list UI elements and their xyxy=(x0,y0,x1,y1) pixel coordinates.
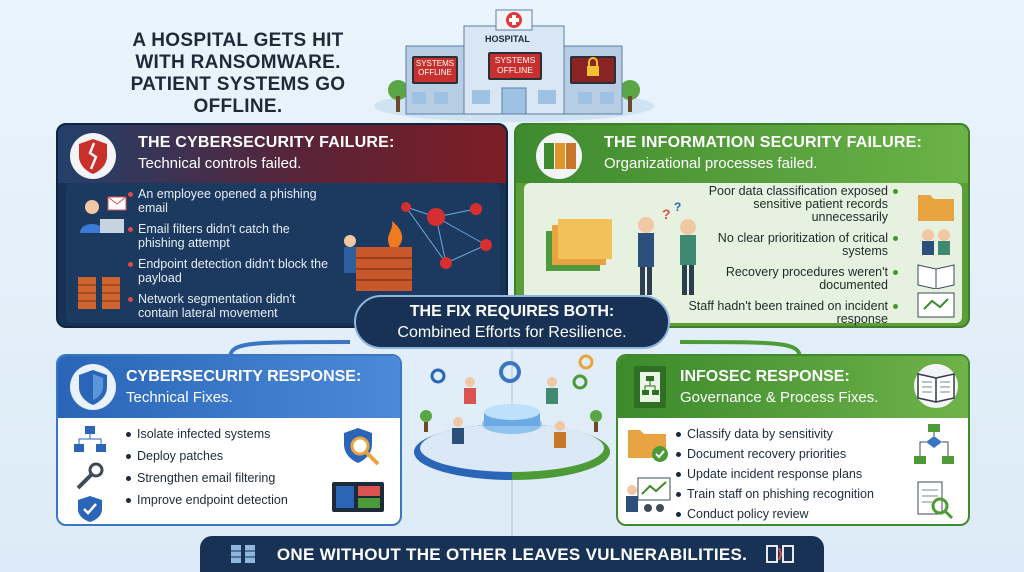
hospital-sign: HOSPITAL xyxy=(485,34,530,44)
fix-title: THE FIX REQUIRES BOTH: xyxy=(409,303,615,320)
cybersecurity-failure-title: THE CYBERSECURITY FAILURE: xyxy=(138,134,395,151)
list-item: Poor data classification exposed sensiti… xyxy=(688,185,898,224)
broken-link-icon xyxy=(766,545,794,563)
cybersecurity-response-subtitle: Technical Fixes. xyxy=(126,389,233,406)
infosec-response-header: INFOSEC RESPONSE: Governance & Process F… xyxy=(618,356,968,418)
systems-offline-center: SYSTEMS OFFLINE xyxy=(494,55,536,75)
list-item: Document recovery priorities xyxy=(676,448,874,461)
folder-check-icon xyxy=(628,430,668,462)
wrench-icon xyxy=(76,462,104,490)
infosec-response-subtitle: Governance & Process Fixes. xyxy=(680,389,879,406)
stressed-staff-icon xyxy=(922,229,950,255)
confused-staff-illustration: ? ? xyxy=(546,200,696,295)
list-item: No clear prioritization of critical syst… xyxy=(688,232,898,258)
information-security-failure-list: Poor data classification exposed sensiti… xyxy=(688,185,898,326)
process-binder-icon xyxy=(634,366,666,408)
fix-subtitle: Combined Efforts for Resilience. xyxy=(397,324,627,341)
infosec-response-title: INFOSEC RESPONSE: xyxy=(680,368,850,385)
headline-line-2: WITH RANSOMWARE. xyxy=(135,52,341,73)
cybersecurity-response-title: CYBERSECURITY RESPONSE: xyxy=(126,368,362,385)
training-board-icon xyxy=(917,292,955,318)
hospital-illustration xyxy=(374,9,654,122)
shield-check-icon xyxy=(78,496,102,522)
broken-wall-icon xyxy=(231,545,255,563)
infosec-response-list: Classify data by sensitivity Document re… xyxy=(676,428,874,524)
svg-text:?: ? xyxy=(674,200,681,214)
list-item: Isolate infected systems xyxy=(126,428,288,441)
systems-offline-left: SYSTEMS OFFLINE xyxy=(415,59,455,77)
svg-text:?: ? xyxy=(662,206,671,222)
list-item: Improve endpoint detection xyxy=(126,494,288,507)
information-security-failure-panel: THE INFORMATION SECURITY FAILURE: Organi… xyxy=(514,123,970,328)
presentation-icon xyxy=(626,477,671,512)
list-item: An employee opened a phishing email xyxy=(128,187,338,215)
cybersecurity-failure-header: THE CYBERSECURITY FAILURE: Technical con… xyxy=(58,125,506,183)
headline-line-3: PATIENT SYSTEMS GO OFFLINE. xyxy=(130,74,346,117)
cybersecurity-response-panel: CYBERSECURITY RESPONSE: Technical Fixes.… xyxy=(56,354,402,526)
list-item: Endpoint detection didn't block the payl… xyxy=(128,257,338,285)
shield-magnifier-icon xyxy=(344,428,380,466)
list-item: Network segmentation didn't contain late… xyxy=(128,292,338,320)
list-item: Train staff on phishing recognition xyxy=(676,488,874,501)
list-item: Staff hadn't been trained on incident re… xyxy=(688,300,898,326)
information-security-failure-subtitle: Organizational processes failed. xyxy=(604,155,818,172)
information-security-failure-title: THE INFORMATION SECURITY FAILURE: xyxy=(604,134,923,151)
cybersecurity-failure-subtitle: Technical controls failed. xyxy=(138,155,302,172)
monitor-dashboard-icon xyxy=(332,482,384,512)
headline: A HOSPITAL GETS HIT WITH RANSOMWARE. PAT… xyxy=(88,30,388,118)
information-security-failure-body: ? ? Poor data classification exposed sen… xyxy=(524,183,962,326)
infosec-response-panel: INFOSEC RESPONSE: Governance & Process F… xyxy=(616,354,970,526)
list-item: Recovery procedures weren't documented xyxy=(688,266,898,292)
cybersecurity-response-list: Isolate infected systems Deploy patches … xyxy=(126,428,288,516)
document-review-icon xyxy=(917,481,954,520)
open-manual-icon xyxy=(914,364,958,408)
bottom-message: ONE WITHOUT THE OTHER LEAVES VULNERABILI… xyxy=(276,545,748,564)
list-item: Email filters didn't catch the phishing … xyxy=(128,222,338,250)
broken-wall-icon xyxy=(78,277,120,309)
team-collaboration-illustration xyxy=(414,354,610,480)
employee-phishing-icon xyxy=(80,196,127,233)
folder-icon xyxy=(918,195,954,221)
headline-line-1: A HOSPITAL GETS HIT xyxy=(132,30,344,51)
connector-lines xyxy=(228,340,802,359)
fix-requires-both-banner: THE FIX REQUIRES BOTH: Combined Efforts … xyxy=(354,295,670,349)
shield-icon xyxy=(70,364,116,410)
malware-network-illustration xyxy=(344,202,492,291)
information-security-failure-header: THE INFORMATION SECURITY FAILURE: Organi… xyxy=(516,125,968,183)
flowchart-icon xyxy=(914,424,954,464)
list-item: Classify data by sensitivity xyxy=(676,428,874,441)
network-icon xyxy=(74,426,106,452)
list-item: Strengthen email filtering xyxy=(126,472,288,485)
list-item: Conduct policy review xyxy=(676,508,874,521)
broken-shield-icon xyxy=(70,133,116,179)
cybersecurity-response-header: CYBERSECURITY RESPONSE: Technical Fixes. xyxy=(58,356,400,418)
open-book-icon xyxy=(917,264,955,289)
bottom-banner: ONE WITHOUT THE OTHER LEAVES VULNERABILI… xyxy=(200,536,824,572)
list-item: Update incident response plans xyxy=(676,468,874,481)
binders-icon xyxy=(536,133,582,179)
list-item: Deploy patches xyxy=(126,450,288,463)
cybersecurity-failure-list: An employee opened a phishing email Emai… xyxy=(128,187,338,326)
cybersecurity-failure-panel: THE CYBERSECURITY FAILURE: Technical con… xyxy=(56,123,508,328)
